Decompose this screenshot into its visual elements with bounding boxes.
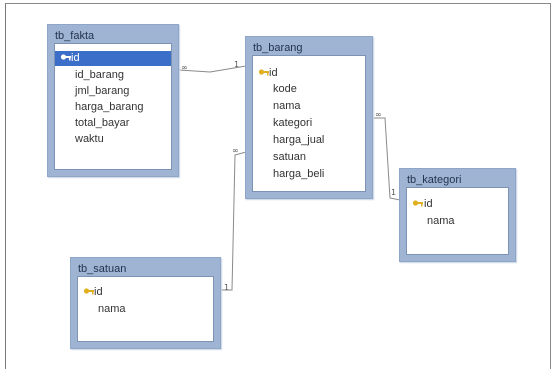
field-nama[interactable]: nama (253, 99, 365, 114)
field-jml-barang[interactable]: jml_barang (55, 84, 171, 99)
table-field-list: id kode nama kategori harga_jual satuan … (252, 55, 366, 192)
field-id[interactable]: id (253, 66, 365, 81)
relation-barang-many-marker: ∞ (375, 110, 382, 119)
field-name: id (94, 286, 103, 298)
field-name: id_barang (75, 69, 124, 81)
table-tb-kategori[interactable]: tb_kategori id nama (399, 168, 516, 262)
relation-satuan-barang (221, 151, 247, 291)
field-harga-jual[interactable]: harga_jual (253, 133, 365, 148)
primary-key-icon (412, 200, 423, 207)
field-kode[interactable]: kode (253, 82, 365, 97)
primary-key-icon (60, 54, 71, 61)
field-harga-beli[interactable]: harga_beli (253, 167, 365, 182)
table-tb-satuan[interactable]: tb_satuan id nama (70, 257, 221, 349)
field-name: nama (427, 215, 455, 227)
relation-barang-many-marker-2: ∞ (232, 146, 239, 155)
field-id[interactable]: id (407, 197, 508, 212)
field-id-barang[interactable]: id_barang (55, 68, 171, 83)
field-name: id (71, 52, 80, 64)
table-title: tb_barang (253, 42, 303, 54)
table-title: tb_kategori (407, 174, 462, 186)
primary-key-icon (258, 69, 269, 76)
field-nama[interactable]: nama (78, 302, 213, 317)
table-title: tb_satuan (78, 263, 127, 275)
field-name: id (269, 67, 278, 79)
field-name: harga_barang (75, 101, 144, 113)
field-name: nama (273, 100, 301, 112)
relation-kategori-one-marker: 1 (391, 188, 397, 197)
table-field-list: id id_barang jml_barang harga_barang tot… (54, 43, 172, 170)
field-name: harga_beli (273, 168, 325, 180)
table-tb-barang[interactable]: tb_barang id kode nama kategori harga_ju… (245, 36, 373, 199)
field-harga-barang[interactable]: harga_barang (55, 100, 171, 115)
field-name: nama (98, 303, 126, 315)
field-name: total_bayar (75, 117, 130, 129)
field-total-bayar[interactable]: total_bayar (55, 116, 171, 131)
field-kategori[interactable]: kategori (253, 116, 365, 131)
relation-barang-kategori (373, 117, 401, 201)
field-name: satuan (273, 151, 307, 163)
table-field-list: id nama (406, 187, 509, 255)
table-tb-fakta[interactable]: tb_fakta id id_barang jml_barang harga_b… (47, 24, 179, 177)
field-id[interactable]: id (55, 51, 171, 66)
relation-fakta-barang (178, 65, 247, 73)
field-nama[interactable]: nama (407, 214, 508, 229)
field-name: id (424, 198, 433, 210)
field-name: waktu (75, 133, 104, 145)
relation-satuan-one-marker: 1 (224, 283, 230, 292)
table-field-list: id nama (77, 276, 214, 342)
relation-barang-one-marker: 1 (234, 60, 240, 69)
field-name: kode (273, 83, 297, 95)
primary-key-icon (83, 288, 94, 295)
table-title: tb_fakta (55, 30, 95, 42)
field-name: kategori (273, 117, 313, 129)
canvas-frame (5, 3, 551, 369)
field-id[interactable]: id (78, 285, 213, 300)
relation-fakta-many-marker: ∞ (181, 63, 188, 72)
field-name: jml_barang (75, 85, 130, 97)
field-waktu[interactable]: waktu (55, 132, 171, 147)
field-name: harga_jual (273, 134, 325, 146)
field-satuan[interactable]: satuan (253, 150, 365, 165)
